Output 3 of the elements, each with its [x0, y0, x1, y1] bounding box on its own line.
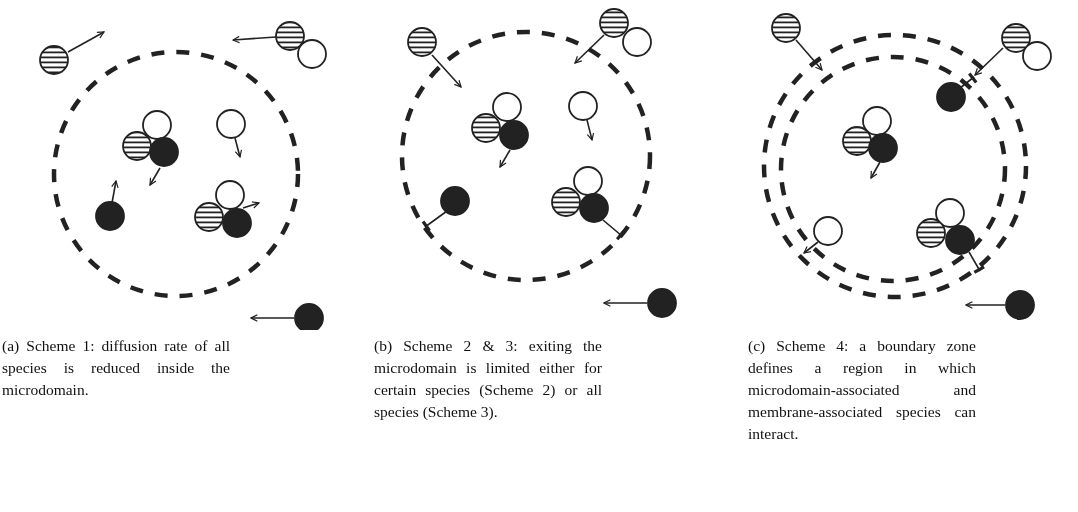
figure-caption: (b) Scheme 2 & 3: exiting the microdomain is limited either for certain species (Scheme 2) or all species (Scheme 3).	[374, 336, 602, 422]
figure-caption: (a) Scheme 1: diffusion rate of all species is reduced inside the microdomain.	[2, 336, 230, 400]
figure-caption: (c) Scheme 4: a boundary zone defines a region in which microdomain-associated and membrane-associated species can interact.	[748, 336, 976, 444]
